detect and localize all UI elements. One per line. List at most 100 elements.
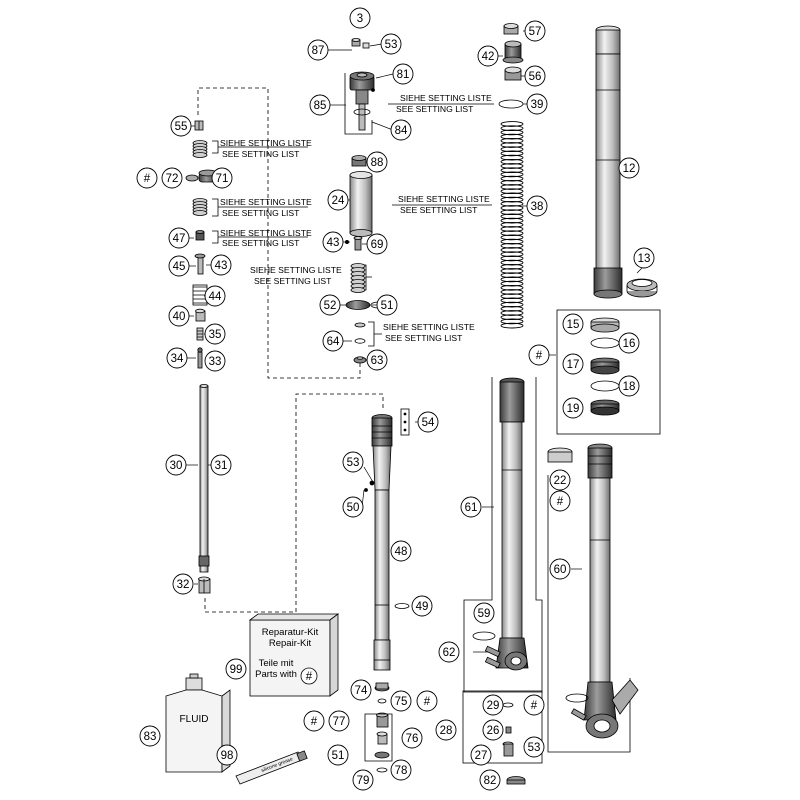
callout-circle <box>618 332 640 354</box>
cartridge-internals <box>185 120 218 594</box>
callout-c24: 24 <box>327 189 349 211</box>
callout-number: 12 <box>623 163 636 175</box>
shim-stack-1 <box>192 140 208 158</box>
callout-c13: 13 <box>633 247 655 269</box>
part-32-nut <box>198 576 211 594</box>
callout-number: 87 <box>312 45 325 57</box>
callout-number: 79 <box>357 775 370 787</box>
callout-c43a: 43 <box>322 231 344 253</box>
callout-circle <box>479 769 501 791</box>
callout-circle <box>225 658 247 680</box>
callout-circle <box>417 411 439 433</box>
spring-coil <box>500 226 524 232</box>
callout-c42: 42 <box>477 45 499 67</box>
callout-number: 38 <box>531 201 544 213</box>
part-55-nut <box>194 120 204 131</box>
spring-coil <box>500 230 524 237</box>
spring-coil <box>500 121 524 127</box>
callout-number: 30 <box>170 460 183 472</box>
callout-circle <box>470 744 492 766</box>
callout-circle <box>170 115 192 137</box>
callout-circle <box>165 454 187 476</box>
callout-chash1: # <box>136 167 158 189</box>
part-60-inner-tube <box>547 443 639 753</box>
callout-circle <box>303 710 325 732</box>
callout-c77: 77 <box>328 710 350 732</box>
callout-circle <box>549 490 571 512</box>
spring-coil <box>500 137 524 144</box>
callout-circle <box>328 710 350 732</box>
callout-circle <box>562 353 584 375</box>
spring-coil <box>500 259 524 266</box>
callout-c71: 71 <box>211 167 233 189</box>
callout-number: 71 <box>216 173 229 185</box>
callout-circle <box>523 736 545 758</box>
callout-c79: 79 <box>352 769 374 791</box>
callout-c81: 81 <box>392 63 414 85</box>
spring-assembly <box>498 23 524 329</box>
callout-c18: 18 <box>618 375 640 397</box>
callout-c98: 98 <box>216 744 238 766</box>
part-87-53-small <box>351 38 370 49</box>
callout-number: 43 <box>327 237 340 249</box>
part-60-axle-clamp <box>585 679 639 739</box>
callout-c48: 48 <box>390 540 412 562</box>
setting-notes: SIEHE SETTING LISTE SEE SETTING LIST SIE… <box>220 93 492 343</box>
callout-number: # <box>557 496 564 508</box>
callout-circle <box>618 157 640 179</box>
callout-circle <box>161 167 183 189</box>
spring-coil <box>500 171 524 178</box>
callout-circle <box>411 595 433 617</box>
part-47 <box>195 230 205 241</box>
note-en-1: SEE SETTING LIST <box>222 149 300 159</box>
bottom-valve-bracket <box>364 713 393 762</box>
spring-coil <box>500 142 524 148</box>
part-16-ring <box>590 337 620 349</box>
spring-coil <box>500 133 524 140</box>
callout-number: 32 <box>177 579 190 591</box>
callout-number: 13 <box>638 253 651 265</box>
spring-coil <box>500 205 524 211</box>
callout-c76: 76 <box>401 727 423 749</box>
bottom-valve-stack <box>374 682 390 773</box>
note-de-2: SIEHE SETTING LISTE <box>220 197 312 207</box>
spring-coil <box>500 242 524 249</box>
callout-circle <box>210 254 232 276</box>
callout-circle <box>390 540 412 562</box>
callout-number: 44 <box>209 291 222 303</box>
callout-number: 53 <box>385 39 398 51</box>
repair-kit-box: Reparatur-Kit Repair-Kit Teile mit Parts… <box>248 613 340 697</box>
note-de-5: SIEHE SETTING LISTE <box>383 322 475 332</box>
callout-number: 39 <box>531 99 544 111</box>
assembly-dashed-lines <box>197 87 384 613</box>
callout-circle <box>526 93 548 115</box>
callout-number: 24 <box>332 195 345 207</box>
callout-circle <box>327 744 349 766</box>
callout-c33: 33 <box>204 350 226 372</box>
fluid-label: FLUID <box>180 714 209 725</box>
callout-number: 15 <box>567 319 580 331</box>
callout-c51b: 51 <box>327 744 349 766</box>
callout-c3: 3 <box>349 7 371 29</box>
callout-c22: 22 <box>549 469 571 491</box>
part-64-ring <box>354 322 366 344</box>
part-61-inner-tube <box>463 377 543 693</box>
part-38-spring <box>500 121 524 329</box>
callout-c27: 27 <box>470 744 492 766</box>
setting-brackets <box>212 103 494 347</box>
callout-circle <box>350 679 372 701</box>
callout-number: # <box>144 173 151 185</box>
callout-circle <box>482 694 504 716</box>
callout-number: 81 <box>397 69 410 81</box>
callout-number: 18 <box>623 381 636 393</box>
part-13-nut <box>626 278 658 298</box>
callout-c55: 55 <box>170 115 192 137</box>
note-en-4: SEE SETTING LIST <box>254 276 332 286</box>
callout-number: 63 <box>371 355 384 367</box>
callout-circle <box>549 469 571 491</box>
callout-number: 62 <box>443 647 456 659</box>
callout-number: 61 <box>465 502 478 514</box>
part-63-nut <box>353 356 367 364</box>
callout-number: # <box>536 350 543 362</box>
spring-coil <box>500 293 524 300</box>
